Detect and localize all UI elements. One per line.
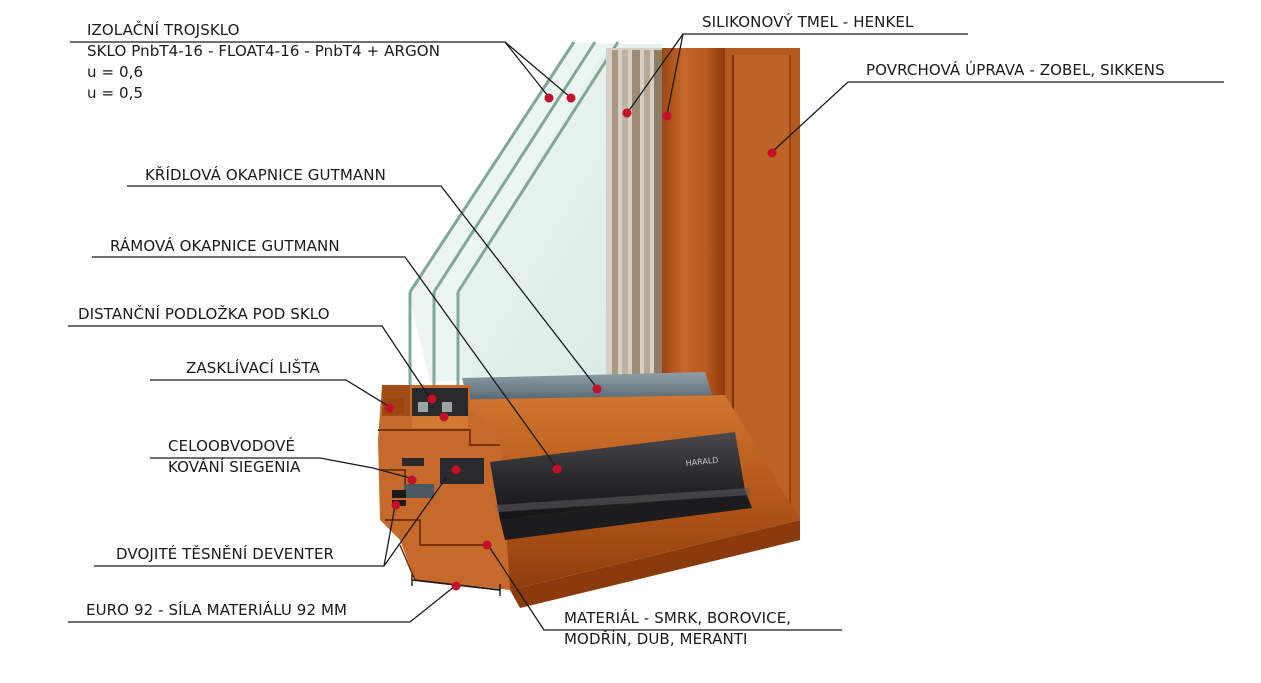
marker-frame-drip: [552, 464, 562, 474]
marker-glazing-a: [544, 93, 554, 103]
label-glazing-u1: u = 0,6: [87, 63, 144, 81]
marker-seal: [391, 500, 401, 510]
label-hardware: CELOOBVODOVÉ KOVÁNÍ SIEGENIA: [168, 436, 300, 478]
label-material-line1: MATERIÁL - SMRK, BOROVICE,: [564, 609, 792, 627]
marker-sealant-a: [622, 108, 632, 118]
callout-markers: [385, 93, 777, 591]
marker-spacer-b: [439, 412, 449, 422]
label-frame-drip: RÁMOVÁ OKAPNICE GUTMANN: [110, 237, 340, 255]
label-surface: POVRCHOVÁ ÚPRAVA - ZOBEL, SIKKENS: [866, 61, 1165, 79]
label-sealant: SILIKONOVÝ TMEL - HENKEL: [702, 13, 914, 31]
label-glazing: IZOLAČNÍ TROJSKLO SKLO PnbT4-16 - FLOAT4…: [87, 20, 440, 104]
label-material: MATERIÁL - SMRK, BOROVICE, MODŘÍN, DUB, …: [564, 608, 791, 650]
label-hardware-line2: KOVÁNÍ SIEGENIA: [168, 458, 301, 476]
marker-bead: [385, 403, 395, 413]
frame-drip: HARALD: [490, 432, 752, 540]
label-material-line2: MODŘÍN, DUB, MERANTI: [564, 630, 748, 648]
marker-hardware-a: [407, 475, 417, 485]
label-spacer: DISTANČNÍ PODLOŽKA POD SKLO: [78, 305, 330, 323]
marker-hardware-b: [451, 465, 461, 475]
triple-glazing: [408, 41, 662, 385]
marker-spacer: [427, 394, 437, 404]
label-glazing-title: IZOLAČNÍ TROJSKLO: [87, 21, 240, 39]
label-sash-drip: KŘÍDLOVÁ OKAPNICE GUTMANN: [145, 166, 386, 184]
marker-glazing-b: [566, 93, 576, 103]
drip-brand-text: HARALD: [685, 456, 719, 468]
label-euro: EURO 92 - SÍLA MATERIÁLU 92 MM: [86, 601, 348, 619]
label-glazing-u2: u = 0,5: [87, 84, 144, 102]
marker-sash-drip: [592, 384, 602, 394]
marker-surface: [767, 148, 777, 158]
leader-lines: [68, 33, 1224, 631]
label-hardware-line1: CELOOBVODOVÉ: [168, 437, 296, 455]
marker-euro: [451, 581, 461, 591]
label-glazing-spec: SKLO PnbT4-16 - FLOAT4-16 - PnbT4 + ARGO…: [87, 42, 441, 60]
label-glazing-bead: ZASKLÍVACÍ LIŠTA: [186, 359, 320, 377]
label-seal: DVOJITÉ TĚSNĚNÍ DEVENTER: [116, 545, 335, 563]
marker-sealant-b: [662, 111, 672, 121]
marker-material: [482, 540, 492, 550]
